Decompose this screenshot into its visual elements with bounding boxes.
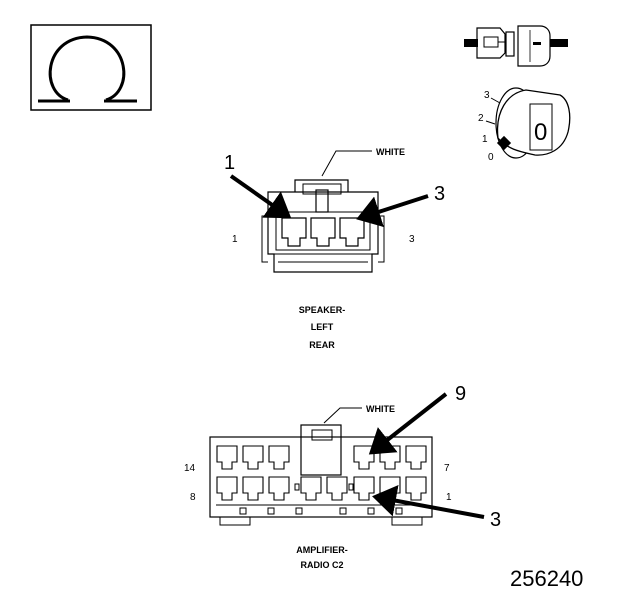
amplifier-top-row-terminals [216,445,427,470]
amplifier-terminal-bottom [353,476,375,501]
speaker-color-label: WHITE [376,147,405,157]
amplifier-terminal-top [379,445,401,470]
amplifier-arrow-9 [368,392,448,455]
amplifier-terminal-bottom [326,476,348,501]
amplifier-terminal-bottom [300,476,322,501]
speaker-name-line-2: LEFT [311,322,334,332]
speaker-arrow-3 [356,194,429,228]
speaker-name-line-3: REAR [309,340,335,350]
amplifier-terminal-top [405,445,427,470]
speaker-callout-1: 1 [224,152,235,174]
amplifier-pin-7: 7 [444,463,450,474]
speaker-connector-body [261,179,385,273]
amplifier-terminal-top [268,445,290,470]
amplifier-arrow-3 [372,484,485,519]
amplifier-terminal-bottom [216,476,238,501]
connector-icon [464,25,568,67]
amplifier-terminal-top [242,445,264,470]
amplifier-terminal-bottom [268,476,290,501]
amplifier-terminal-top [353,445,375,470]
amplifier-name-line-1: AMPLIFIER- [296,545,348,555]
speaker-arrow-1 [229,174,292,219]
ignition-key-label: 0 [534,119,547,146]
amplifier-key-slot [294,483,300,491]
amplifier-terminal-top [216,445,238,470]
speaker-callout-3: 3 [434,183,445,205]
ignition-position-0: 0 [488,152,494,163]
amplifier-connector-body [209,424,433,526]
amplifier-key-slot [348,483,354,491]
amplifier-pin-8: 8 [190,492,196,503]
amplifier-color-label: WHITE [366,404,395,414]
amplifier-terminal-bottom [242,476,264,501]
amplifier-pin-14: 14 [184,463,196,474]
speaker-pin-right: 3 [409,234,415,245]
ignition-position-1: 1 [482,134,488,145]
amplifier-terminal-bottom [405,476,427,501]
ignition-position-3: 3 [484,90,490,101]
speaker-pin-left: 1 [232,234,238,245]
omega-icon [30,24,152,111]
ignition-key-icon [485,87,571,159]
amplifier-pin-1: 1 [446,492,452,503]
amplifier-name-line-2: RADIO C2 [300,560,343,570]
amplifier-callout-9: 9 [455,383,466,405]
amplifier-callout-3: 3 [490,509,501,531]
amplifier-bottom-row-terminals [216,476,427,501]
speaker-terminals [281,217,365,247]
figure-number: 256240 [510,566,583,591]
speaker-name-line-1: SPEAKER- [299,305,346,315]
ignition-position-2: 2 [478,113,484,124]
